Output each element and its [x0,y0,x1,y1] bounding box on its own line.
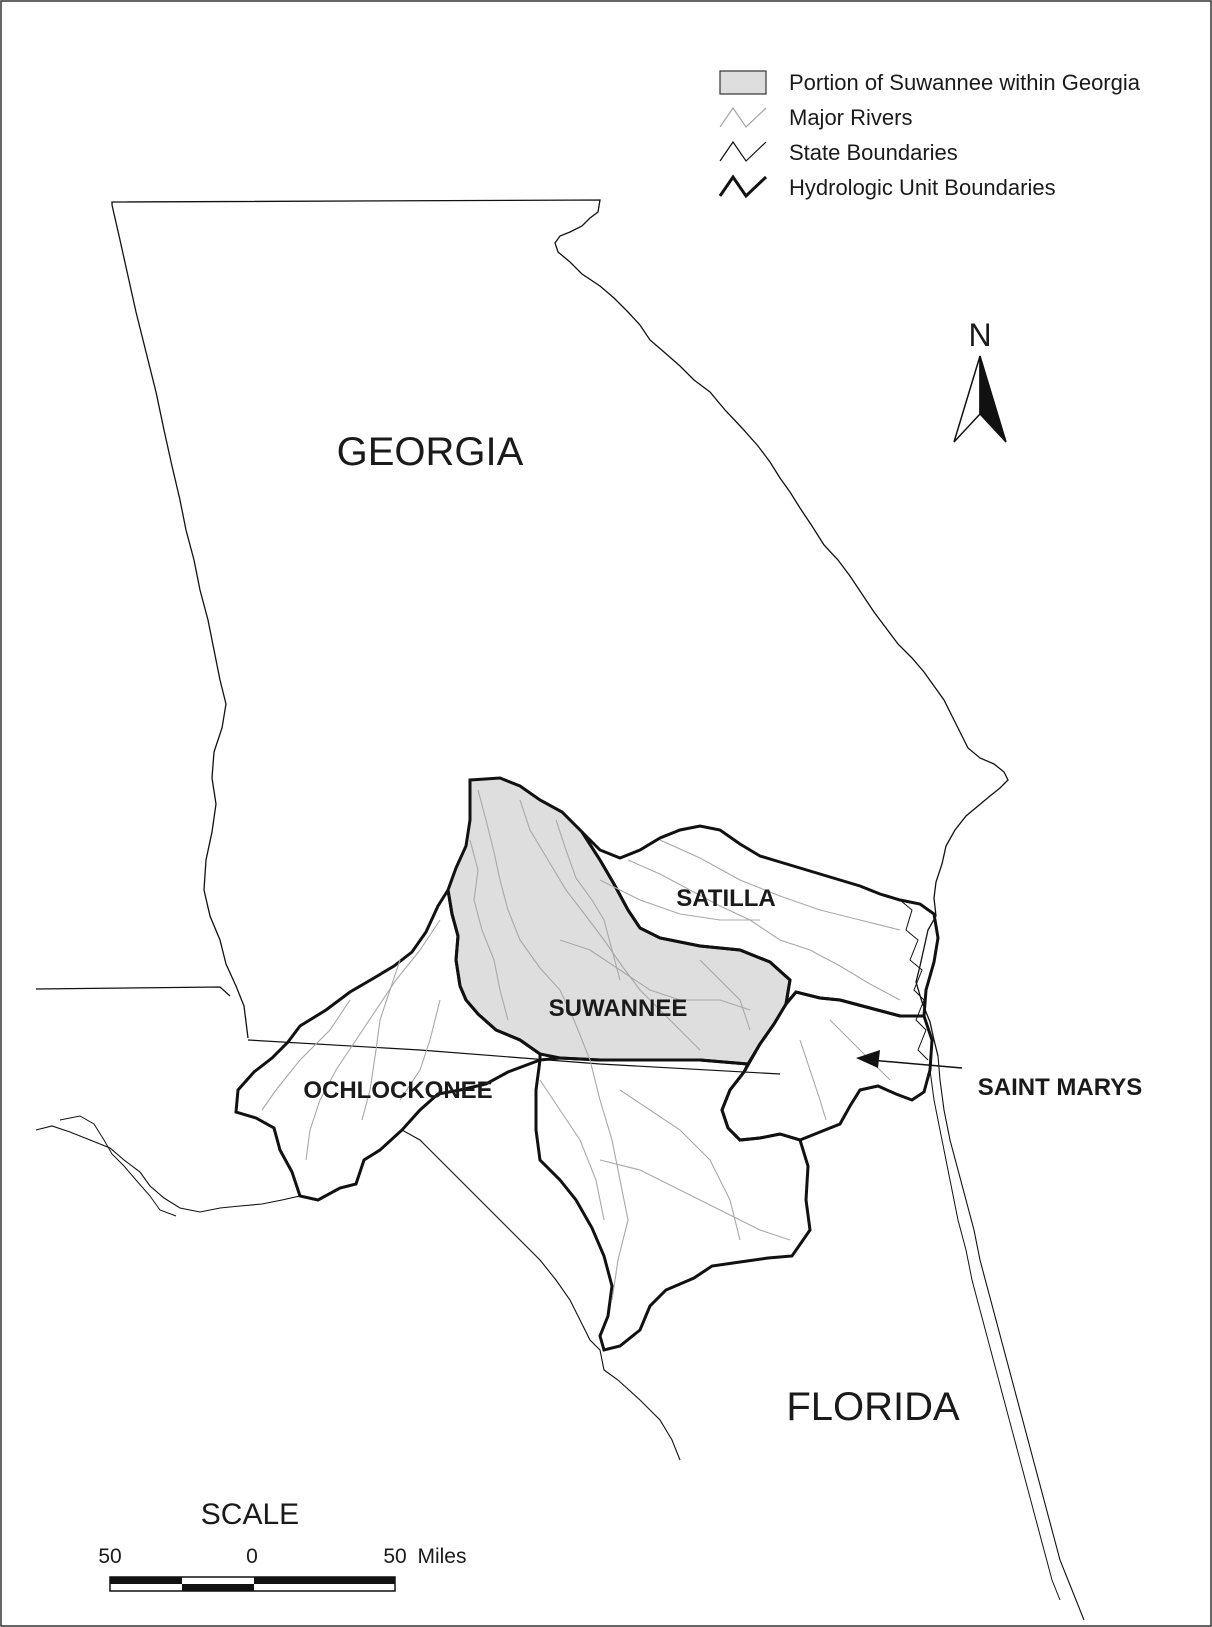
scale-center-value: 0 [246,1545,258,1568]
scale-title: SCALE [201,1498,299,1531]
georgia-label: GEORGIA [337,430,524,474]
suwannee-label: SUWANNEE [549,995,688,1022]
panhandle-coast-detail [59,1115,177,1217]
georgia-west-boundary [111,204,249,1039]
thin-black-line-swatch [719,140,767,162]
north-arrow-icon [953,355,1007,443]
north-arrow-letter: N [968,317,991,353]
saint-marys-pointer-icon [856,1050,963,1069]
scale-unit: Miles [417,1545,466,1568]
florida-label: FLORIDA [786,1385,960,1429]
light-gray-line-swatch [719,106,767,128]
saint-marys-label: SAINT MARYS [978,1074,1142,1101]
barrier-island-line [929,1069,1061,1601]
scale-bar [109,1576,396,1592]
scale-right-value: 50 [383,1545,406,1568]
saint-marys-basin-boundary [720,990,934,1142]
scale-left-value: 50 [98,1545,121,1568]
major-rivers [261,789,901,1301]
suwannee-florida-basin-boundary [534,1056,812,1352]
legend-label-shaded: Portion of Suwannee within Georgia [789,70,1141,95]
legend-label-rivers: Major Rivers [789,105,912,130]
legend-label-state-boundaries: State Boundaries [789,140,958,165]
alabama-florida-boundary [35,986,231,997]
georgia-state-boundary [111,199,1009,1057]
coastal-marsh-lines [899,899,929,1061]
shaded-box-swatch [719,70,767,95]
ochlockonee-label: OCHLOCKONEE [303,1077,492,1104]
gulf-coastline [35,1125,681,1461]
satilla-basin-boundary [580,824,940,1018]
thick-black-line-swatch [718,174,768,199]
legend-label-hydrologic-units: Hydrologic Unit Boundaries [789,175,1056,200]
atlantic-coastline [937,1055,1085,1621]
satilla-label: SATILLA [676,885,776,912]
georgia-florida-boundary [247,1039,781,1075]
